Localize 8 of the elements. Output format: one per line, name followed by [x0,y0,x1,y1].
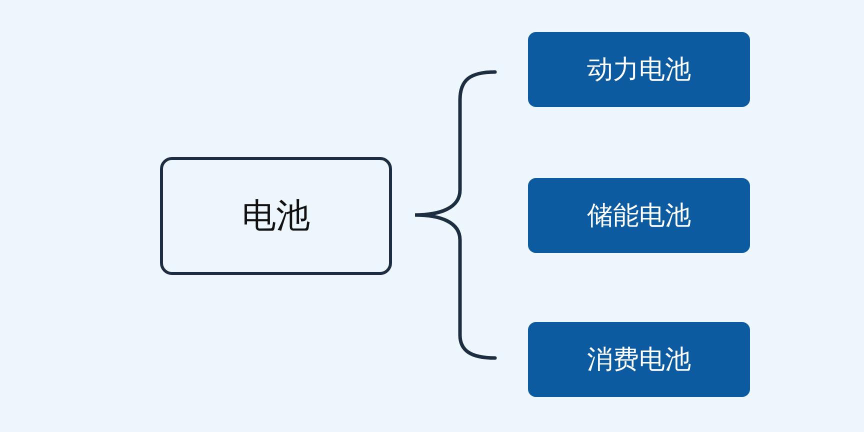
node-label: 电池 [242,195,310,238]
node-label: 储能电池 [587,200,691,233]
node-label: 消费电池 [587,344,691,377]
category-box [528,322,750,397]
node-label: 动力电池 [587,54,691,87]
category-box [528,32,750,107]
root-box [160,157,392,275]
category-box [528,178,750,253]
